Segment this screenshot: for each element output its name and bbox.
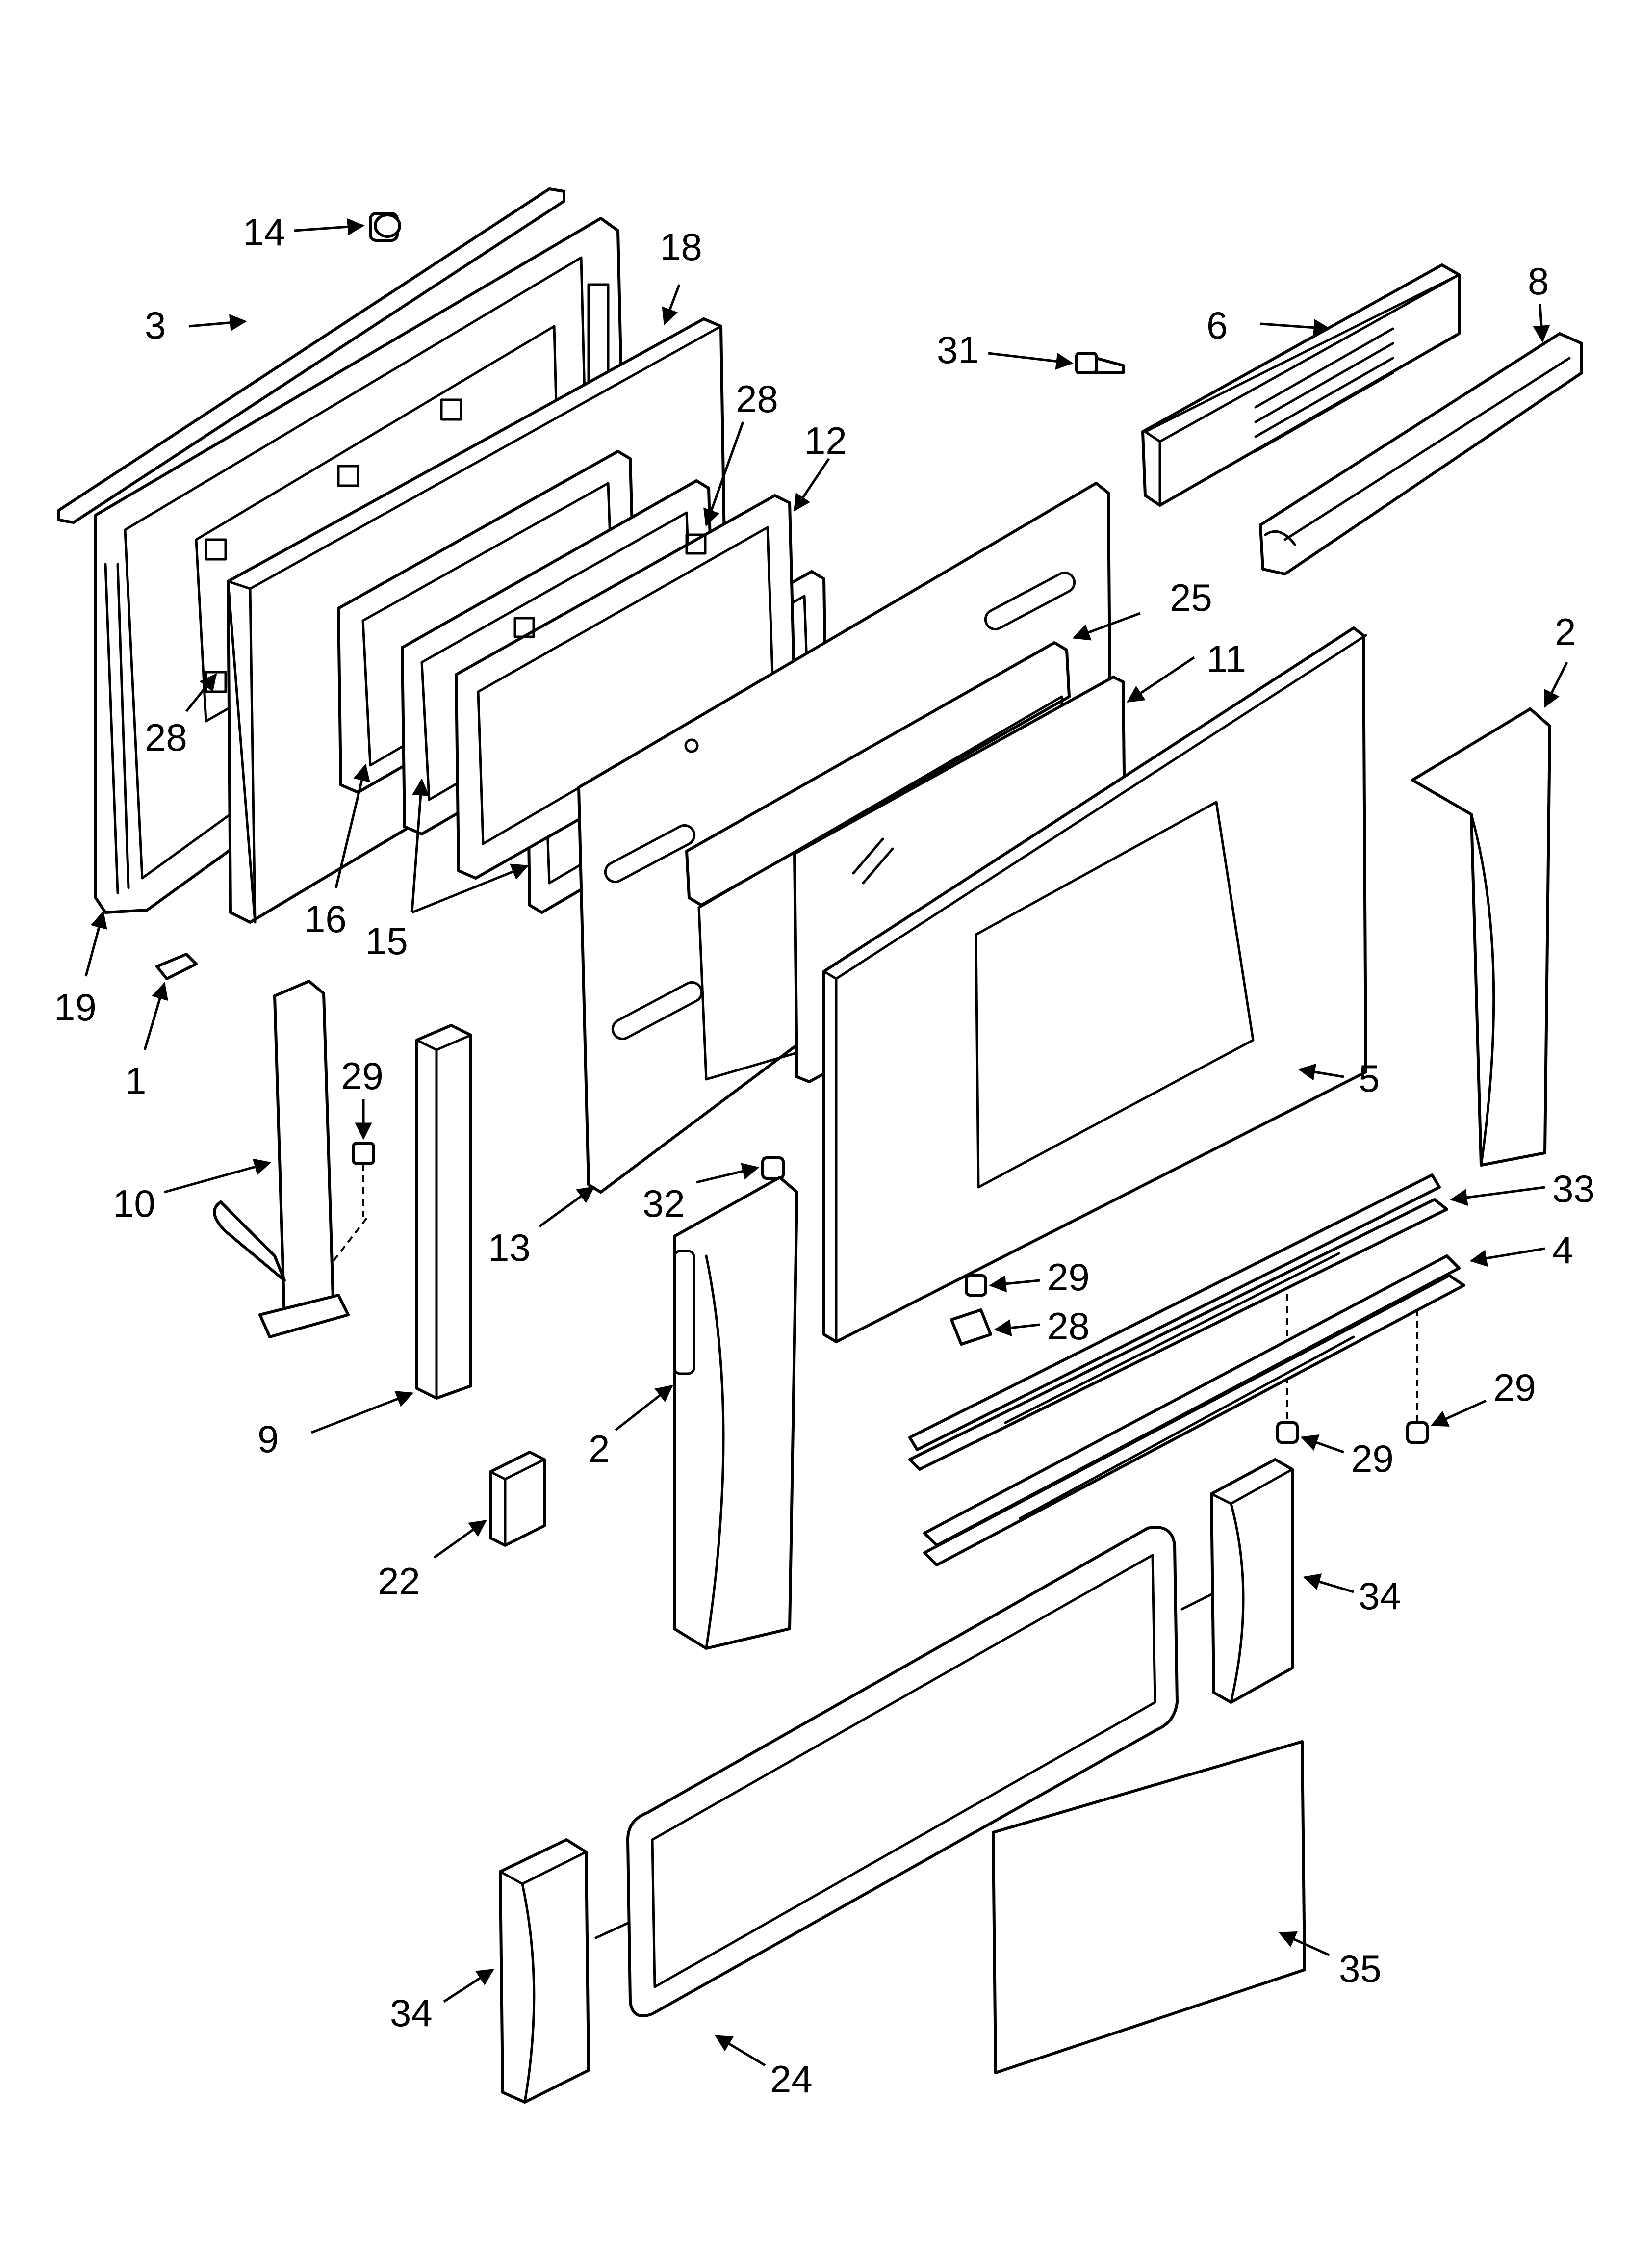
part-screw-29-d <box>1406 1285 1429 1444</box>
part-side-trim-2-center <box>673 1176 798 1650</box>
callout-2: 2 <box>589 1427 610 1470</box>
callout-12: 12 <box>804 419 847 462</box>
callout-31: 31 <box>937 328 979 371</box>
part-panel-35 <box>992 1740 1306 2074</box>
leader-4 <box>1469 1247 1545 1267</box>
callout-3: 3 <box>145 304 166 347</box>
part-block-22 <box>489 1451 546 1547</box>
part-screw-31 <box>1075 352 1125 374</box>
callout-28: 28 <box>1047 1304 1090 1348</box>
leader-16 <box>334 763 370 888</box>
part-plug-14 <box>369 212 401 242</box>
part-side-trim-2-right <box>1411 707 1551 1167</box>
part-outer-door-5 <box>822 626 1367 1343</box>
leader-2a <box>1543 661 1568 708</box>
callout-9: 9 <box>257 1417 279 1460</box>
leader-9 <box>311 1391 414 1434</box>
leader-10 <box>164 1158 272 1194</box>
leader-15a <box>410 778 430 913</box>
leader-31 <box>988 352 1074 370</box>
part-end-cap-34-right <box>1210 1458 1294 1704</box>
part-clip-1 <box>155 953 198 980</box>
callout-11: 11 <box>1206 637 1246 680</box>
callout-18: 18 <box>660 225 702 268</box>
leader-25 <box>1072 612 1141 641</box>
leader-24 <box>714 2034 766 2067</box>
part-vent-6 <box>1141 263 1461 507</box>
part-end-cap-34-left <box>499 1838 590 2104</box>
leader-29c <box>1300 1434 1344 1454</box>
callout-25: 25 <box>1170 576 1212 619</box>
leader-32 <box>696 1163 760 1184</box>
callout-28: 28 <box>145 716 187 759</box>
callout-34: 34 <box>390 1991 433 2034</box>
leader-18 <box>662 284 681 326</box>
callout-35: 35 <box>1339 1947 1382 1990</box>
callout-29: 29 <box>1351 1437 1394 1480</box>
leader-1 <box>143 982 168 1050</box>
part-trim-post-9 <box>415 1024 472 1400</box>
callout-14: 14 <box>243 210 285 254</box>
leader-8 <box>1533 304 1550 343</box>
leader-14 <box>294 218 365 235</box>
callout-32: 32 <box>642 1182 685 1225</box>
leader-3 <box>188 314 247 332</box>
leader-28a <box>703 421 744 527</box>
part-rail-33 <box>908 1173 1448 1471</box>
callout-24: 24 <box>770 2058 813 2101</box>
callout-1: 1 <box>125 1059 146 1102</box>
callout-29: 29 <box>1047 1255 1090 1299</box>
callout-labels: 14 18 3 28 12 6 8 31 25 11 2 28 16 15 19… <box>54 210 1595 2101</box>
callout-34: 34 <box>1359 1574 1401 1617</box>
leader-29b <box>989 1275 1040 1293</box>
leader-34a <box>443 1968 494 2003</box>
leader-15b <box>411 863 529 914</box>
leader-34b <box>1303 1573 1354 1593</box>
part-screw-29-a <box>352 1142 375 1217</box>
callout-15: 15 <box>365 919 408 963</box>
callout-2: 2 <box>1555 610 1576 653</box>
leader-22 <box>433 1519 487 1559</box>
part-drawer-front-24 <box>594 1526 1213 2017</box>
leader-28b <box>185 673 217 712</box>
callout-28: 28 <box>736 377 778 420</box>
leader-5 <box>1298 1063 1344 1081</box>
part-clip-28 <box>950 1308 992 1346</box>
leader-6 <box>1260 319 1331 337</box>
leader-35 <box>1278 1931 1330 1956</box>
leader-13 <box>539 1186 595 1228</box>
leader-33 <box>1450 1186 1545 1206</box>
part-rail-4 <box>923 1254 1465 1566</box>
callout-4: 4 <box>1552 1228 1573 1272</box>
callout-33: 33 <box>1552 1167 1595 1210</box>
part-screw-29-b <box>965 1274 987 1297</box>
callout-8: 8 <box>1528 260 1549 303</box>
leader-19 <box>84 911 107 977</box>
callout-10: 10 <box>113 1182 155 1225</box>
callout-29: 29 <box>1493 1366 1536 1409</box>
leader-12 <box>793 458 830 512</box>
callout-6: 6 <box>1206 304 1228 347</box>
leader-11 <box>1127 656 1195 703</box>
leader-2b <box>615 1384 673 1431</box>
part-bracket-10 <box>213 980 369 1338</box>
callout-16: 16 <box>304 897 347 940</box>
callout-22: 22 <box>378 1560 420 1603</box>
leader-28c <box>994 1319 1040 1336</box>
callout-5: 5 <box>1359 1057 1380 1100</box>
callout-13: 13 <box>488 1226 531 1269</box>
leader-lines <box>84 218 1568 2067</box>
callout-19: 19 <box>54 986 97 1029</box>
callout-29: 29 <box>341 1054 384 1097</box>
part-handle-8 <box>1259 332 1583 575</box>
leader-29d <box>1430 1399 1487 1427</box>
